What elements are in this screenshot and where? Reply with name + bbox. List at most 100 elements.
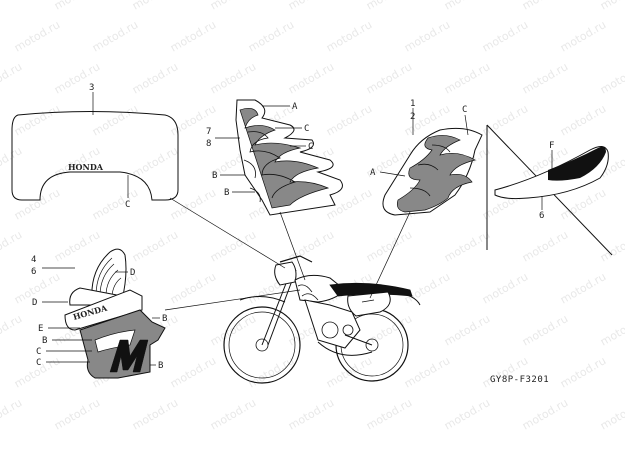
callout-2: 2: [410, 112, 415, 122]
callout-b-tank-2: B: [162, 314, 167, 324]
watermark-text: motod.ru: [442, 228, 492, 264]
callout-6-tank: 6: [31, 267, 36, 277]
watermark-text: motod.ru: [286, 0, 336, 13]
callout-a-side: A: [370, 168, 376, 178]
visor-plate: HONDA: [11, 92, 179, 201]
watermark-text: motod.ru: [130, 0, 180, 13]
watermark-text: motod.ru: [558, 270, 608, 306]
watermark-text: motod.ru: [442, 396, 492, 432]
watermark-text: motod.ru: [12, 186, 62, 222]
watermark-text: motod.ru: [0, 396, 24, 432]
watermark-text: motod.ru: [324, 18, 374, 54]
callout-7: 7: [206, 127, 211, 137]
callout-c-shroud-2: C: [308, 142, 313, 152]
watermark-text: motod.ru: [558, 102, 608, 138]
callout-b-tank-1: B: [42, 336, 47, 346]
callout-c-visor: C: [125, 200, 130, 210]
watermark-text: motod.ru: [558, 18, 608, 54]
visor-brand-text: HONDA: [68, 162, 104, 172]
watermark-text: motod.ru: [364, 228, 414, 264]
watermark-text: motod.ru: [12, 102, 62, 138]
watermark-text: motod.ru: [442, 60, 492, 96]
watermark-text: motod.ru: [208, 0, 258, 13]
callout-e: E: [38, 324, 43, 334]
watermark-text: motod.ru: [364, 312, 414, 348]
watermark-text: motod.ru: [480, 270, 530, 306]
watermark-text: motod.ru: [168, 354, 218, 390]
shroud-decal: [235, 99, 343, 216]
watermark-text: motod.ru: [168, 270, 218, 306]
watermark-text: motod.ru: [130, 60, 180, 96]
diagram-code: GY8P-F3201: [490, 375, 549, 385]
watermark-text: motod.ru: [598, 228, 625, 264]
watermark-text: motod.ru: [598, 0, 625, 13]
watermark-text: motod.ru: [0, 312, 24, 348]
callout-c-tank-2: C: [36, 358, 41, 368]
watermark-text: motod.ru: [324, 102, 374, 138]
watermark-text: motod.ru: [286, 396, 336, 432]
watermark-text: motod.ru: [52, 228, 102, 264]
seat-inset: [486, 124, 613, 256]
watermark-text: motod.ru: [402, 18, 452, 54]
watermark-text: motod.ru: [208, 396, 258, 432]
watermark-text: motod.ru: [208, 312, 258, 348]
callout-4: 4: [31, 255, 36, 265]
watermark-text: motod.ru: [130, 144, 180, 180]
callout-d-wing: D: [130, 268, 135, 278]
tank-decal: HONDA: [64, 248, 166, 379]
watermark-text: motod.ru: [246, 18, 296, 54]
watermark-text: motod.ru: [0, 60, 24, 96]
watermark-text: motod.ru: [442, 312, 492, 348]
watermark-text: motod.ru: [52, 396, 102, 432]
watermark-text: motod.ru: [364, 60, 414, 96]
callout-3: 3: [89, 83, 94, 93]
callout-1: 1: [410, 99, 415, 109]
callout-b-shroud-2: B: [224, 188, 229, 198]
watermark-text: motod.ru: [364, 396, 414, 432]
watermark-text: motod.ru: [364, 0, 414, 13]
watermark-text: motod.ru: [520, 228, 570, 264]
watermark-text: motod.ru: [520, 312, 570, 348]
callout-8: 8: [206, 139, 211, 149]
watermark-text: motod.ru: [480, 18, 530, 54]
callout-c-tank-1: C: [36, 347, 41, 357]
watermark-text: motod.ru: [90, 18, 140, 54]
watermark-text: motod.ru: [520, 396, 570, 432]
watermark-text: motod.ru: [52, 60, 102, 96]
side-cover-decal: [382, 127, 483, 216]
callout-6-seat: 6: [539, 211, 544, 221]
callout-b-tank-3: B: [158, 361, 163, 371]
watermark-text: motod.ru: [402, 354, 452, 390]
callout-c-side: C: [462, 105, 467, 115]
watermark-text: motod.ru: [442, 0, 492, 13]
watermark-text: motod.ru: [52, 0, 102, 13]
watermark-text: motod.ru: [520, 0, 570, 13]
watermark-text: motod.ru: [168, 18, 218, 54]
watermark-text: motod.ru: [558, 354, 608, 390]
watermark-text: motod.ru: [0, 0, 24, 13]
watermark-text: motod.ru: [90, 186, 140, 222]
watermark-text: motod.ru: [402, 270, 452, 306]
callout-c-shroud-1: C: [304, 124, 309, 134]
watermark-text: motod.ru: [520, 60, 570, 96]
callout-f: F: [549, 141, 554, 151]
watermark-text: motod.ru: [286, 60, 336, 96]
callout-a-shroud: A: [292, 102, 298, 112]
watermark-text: motod.ru: [286, 228, 336, 264]
watermark-text: motod.ru: [168, 186, 218, 222]
watermark-text: motod.ru: [208, 60, 258, 96]
motorcycle-illustration: [223, 255, 421, 384]
watermark-text: motod.ru: [598, 312, 625, 348]
watermark-text: motod.ru: [480, 354, 530, 390]
watermark-text: motod.ru: [90, 102, 140, 138]
watermark-text: motod.ru: [130, 228, 180, 264]
watermark-text: motod.ru: [598, 396, 625, 432]
watermark-text: motod.ru: [130, 396, 180, 432]
watermark-text: motod.ru: [12, 18, 62, 54]
callout-d-tank: D: [32, 298, 37, 308]
watermark-text: motod.ru: [598, 60, 625, 96]
watermark-text: motod.ru: [208, 228, 258, 264]
watermark-text: motod.ru: [480, 102, 530, 138]
